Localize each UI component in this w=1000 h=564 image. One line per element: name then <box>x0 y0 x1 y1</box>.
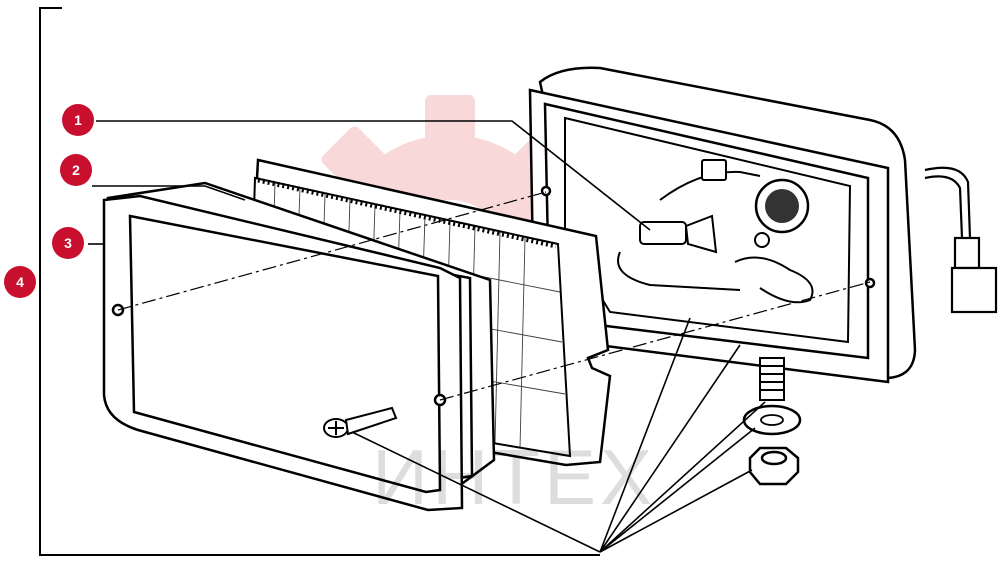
threaded-stud <box>759 357 785 401</box>
assembly-axis-lines <box>117 191 871 401</box>
mounting-screw <box>323 406 398 438</box>
power-cable-connector <box>924 166 998 314</box>
assembly-bracket <box>39 7 600 556</box>
callout-2[interactable]: 2 <box>60 154 92 186</box>
lock-washer <box>742 404 802 436</box>
hex-nut <box>748 446 800 486</box>
callout-3[interactable]: 3 <box>52 227 84 259</box>
watermark-text: ИНТЕХ <box>372 433 657 521</box>
rubber-grommet <box>754 178 810 234</box>
halogen-bulb <box>617 159 814 304</box>
callout-4[interactable]: 4 <box>4 266 36 298</box>
callout-1[interactable]: 1 <box>62 104 94 136</box>
leader-lines <box>88 120 766 553</box>
